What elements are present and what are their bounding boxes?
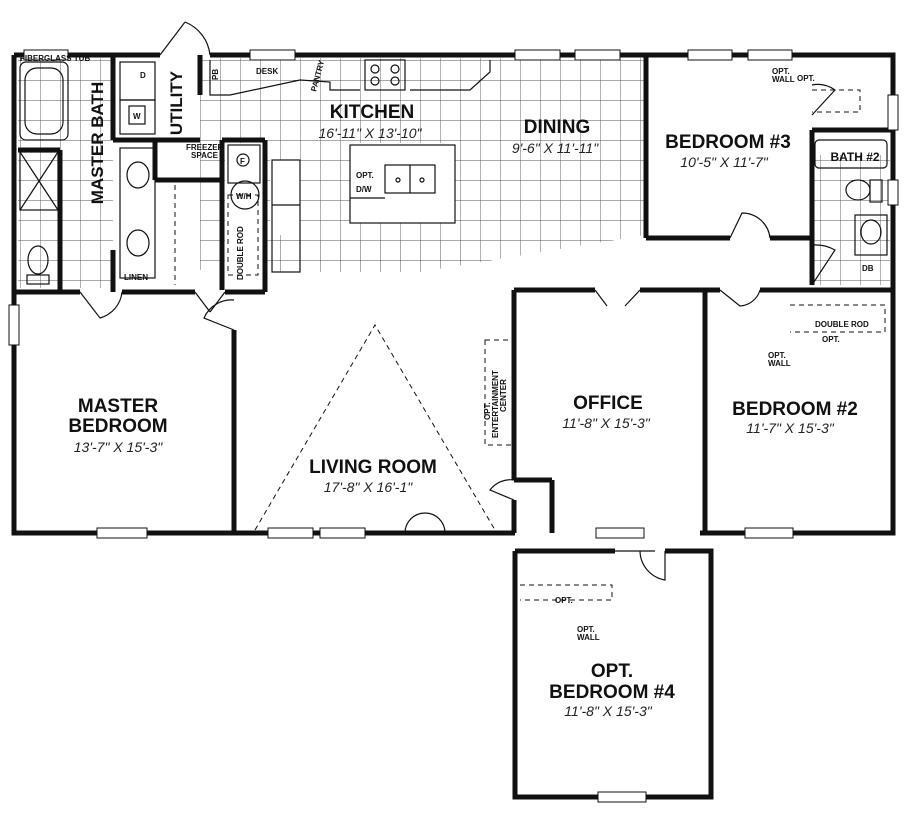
opt-wall-bedroom3-label-1: OPT. <box>772 67 790 76</box>
dining-dim: 9'-6" X 11'-11" <box>512 140 599 156</box>
opt-bedroom2-label: OPT. <box>822 335 840 344</box>
doors <box>79 21 836 581</box>
opt-wall-bedroom2-label-1: OPT. <box>768 351 786 360</box>
opt-wall-bedroom4-label-2: WALL <box>577 633 600 642</box>
desk-label: DESK <box>256 67 278 76</box>
water-heater-label: W/H <box>236 192 252 201</box>
opt-wall-bedroom4-label-1: OPT. <box>577 625 595 634</box>
interior-walls <box>14 55 893 533</box>
ent-center-label-1: OPT. <box>483 402 492 420</box>
opt-bedroom4-label: OPT. <box>555 596 573 605</box>
opt-bedroom3-label: OPT. <box>797 74 815 83</box>
bedroom2-dim: 11'-7" X 15'-3" <box>746 420 834 436</box>
master-bedroom-label-1: MASTER <box>78 396 159 417</box>
bedroom4-label-2: BEDROOM #4 <box>549 682 675 703</box>
bedroom4-label-1: OPT. <box>591 661 633 682</box>
bedroom2-label: BEDROOM #2 <box>732 399 858 420</box>
fixtures <box>19 59 888 601</box>
tub-label: FIBERGLASS TUB <box>20 54 90 63</box>
double-rod-bedroom2-label: DOUBLE ROD <box>815 320 869 329</box>
opt-wall-bedroom3-label-2: WALL <box>772 75 795 84</box>
bedroom3-dim: 10'-5" X 11'-7" <box>680 154 768 170</box>
ent-center-label-2: ENTERTAINMENT <box>491 370 500 438</box>
office-dim: 11'-8" X 15'-3" <box>562 415 650 431</box>
dining-label: DINING <box>524 117 591 138</box>
utility-label: UTILITY <box>167 70 186 135</box>
windows <box>8 49 899 803</box>
master-bedroom-label-2: BEDROOM <box>68 416 167 437</box>
office-label: OFFICE <box>573 393 643 414</box>
master-bath-label: MASTER BATH <box>88 82 107 204</box>
living-room-dim: 17'-8" X 16'-1" <box>324 479 413 495</box>
bedroom3-label: BEDROOM #3 <box>665 132 791 153</box>
opt-dw-label-2: D/W <box>356 185 372 194</box>
washer-label: W <box>133 112 141 121</box>
linen-label: LINEN <box>124 273 148 282</box>
furnace-label: F <box>240 157 245 166</box>
freezer-label-1: FREEZER <box>186 143 224 152</box>
opt-dw-label-1: OPT. <box>356 171 374 180</box>
double-rod-utility-label: DOUBLE ROD <box>236 226 245 280</box>
kitchen-dim: 16'-11" X 13'-10" <box>319 125 423 141</box>
living-room-label: LIVING ROOM <box>309 457 437 478</box>
db-label: DB <box>862 264 874 273</box>
ent-center-label-3: CENTER <box>499 379 508 412</box>
kitchen-label: KITCHEN <box>330 102 414 123</box>
bedroom4-dim: 11'-8" X 15'-3" <box>564 703 652 719</box>
freezer-label-2: SPACE <box>191 151 219 160</box>
dryer-label: D <box>140 71 146 80</box>
pb-label: PB <box>211 69 220 80</box>
bath2-label: BATH #2 <box>830 150 879 164</box>
opt-wall-bedroom2-label-2: WALL <box>768 359 791 368</box>
master-bedroom-dim: 13'-7" X 15'-3" <box>74 439 163 455</box>
